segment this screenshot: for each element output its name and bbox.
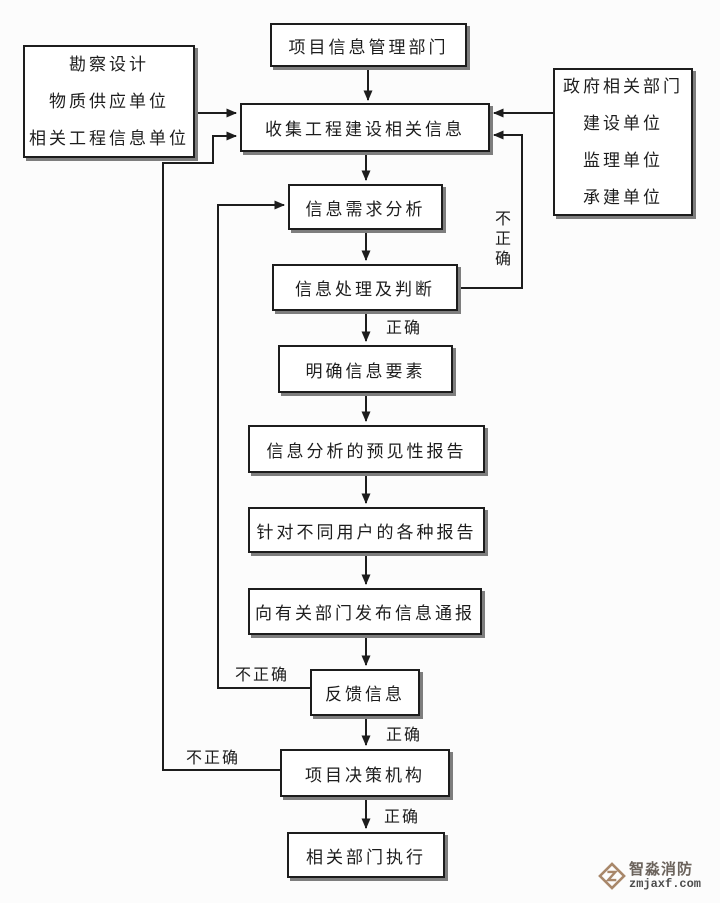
- edge-label-incorrect-feedback: 不正确: [235, 667, 290, 684]
- edge-label-correct-feedback: 正确: [386, 727, 423, 744]
- node-line: 政府相关部门: [563, 77, 683, 96]
- node-label: 相关部门执行: [306, 847, 426, 867]
- node-label: 反馈信息: [325, 685, 405, 704]
- edge-process-incorrect-to-collect: [458, 130, 523, 289]
- node-collect-info: 收集工程建设相关信息: [240, 103, 490, 152]
- node-line: 承建单位: [583, 188, 663, 207]
- edge-label-incorrect-decision: 不正确: [186, 750, 241, 767]
- node-left-sources: 勘察设计 物质供应单位 相关工程信息单位: [23, 45, 195, 158]
- node-label: 明确信息要素: [305, 361, 426, 381]
- node-predictive-report: 信息分析的预见性报告: [248, 425, 485, 473]
- node-line: 物质供应单位: [49, 92, 169, 111]
- node-line: 勘察设计: [69, 55, 149, 74]
- node-line: 建设单位: [583, 114, 663, 133]
- watermark: 智淼消防 zmjaxf.com: [598, 861, 701, 891]
- watermark-logo-icon: [598, 862, 626, 890]
- node-clarify-elements: 明确信息要素: [278, 345, 453, 393]
- node-process-judge: 信息处理及判断: [272, 264, 458, 311]
- node-demand-analysis: 信息需求分析: [288, 184, 443, 230]
- node-label: 项目决策机构: [305, 765, 425, 785]
- node-feedback-info: 反馈信息: [310, 669, 420, 716]
- node-label: 向有关部门发布信息通报: [255, 604, 475, 623]
- node-decision-body: 项目决策机构: [280, 749, 450, 797]
- node-label: 信息分析的预见性报告: [266, 441, 467, 461]
- node-label: 针对不同用户的各种报告: [256, 522, 477, 542]
- node-label: 收集工程建设相关信息: [265, 120, 465, 139]
- edge-label-correct-process: 正确: [386, 320, 423, 337]
- edge-decision-incorrect-to-collect: [162, 131, 280, 771]
- node-project-info-dept: 项目信息管理部门: [270, 23, 467, 67]
- node-line: 相关工程信息单位: [29, 129, 189, 148]
- node-label: 信息处理及判断: [295, 280, 435, 299]
- node-depts-execute: 相关部门执行: [287, 832, 445, 878]
- node-user-reports: 针对不同用户的各种报告: [248, 507, 485, 553]
- node-publish-bulletin: 向有关部门发布信息通报: [248, 588, 482, 635]
- watermark-text: 智淼消防 zmjaxf.com: [629, 860, 702, 891]
- edge-feedback-incorrect-to-demand: [217, 200, 310, 689]
- node-label: 信息需求分析: [305, 199, 426, 219]
- node-label: 项目信息管理部门: [288, 37, 449, 57]
- node-line: 监理单位: [583, 151, 663, 170]
- watermark-domain: zmjaxf.com: [629, 876, 702, 891]
- watermark-name: 智淼消防: [629, 860, 694, 878]
- edge-label-correct-decision: 正确: [384, 809, 421, 826]
- edge-label-incorrect-process: 不正确: [492, 210, 509, 270]
- node-right-sources: 政府相关部门 建设单位 监理单位 承建单位: [553, 68, 693, 216]
